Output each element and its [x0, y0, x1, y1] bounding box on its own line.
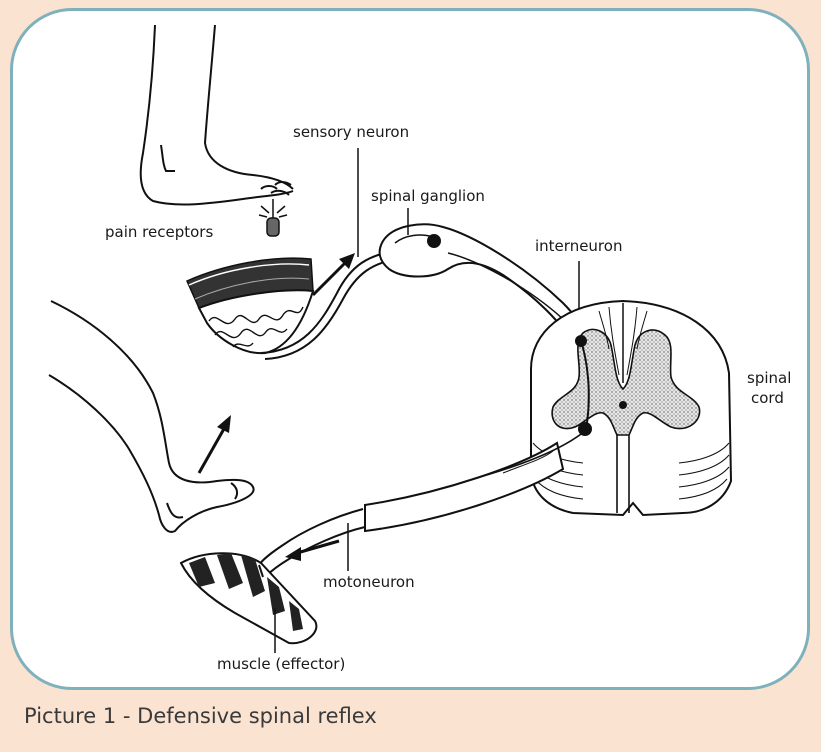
muscle-illustration [181, 553, 316, 643]
skin-section-illustration [187, 258, 313, 353]
pain-receptors-label: pain receptors [105, 223, 213, 241]
interneuron-label: interneuron [535, 237, 622, 255]
pin-icon [259, 199, 287, 236]
motor-arrow [285, 541, 339, 561]
muscle-label: muscle (effector) [217, 655, 345, 673]
diagram-panel: sensory neuron spinal ganglion pain rece… [10, 8, 810, 690]
spinal-ganglion-label: spinal ganglion [371, 187, 485, 205]
sensory-neuron-label: sensory neuron [293, 123, 409, 141]
motoneuron-label: motoneuron [323, 573, 415, 591]
spinal-cord-label-line2: cord [751, 389, 784, 407]
upper-foot-illustration [141, 25, 293, 205]
spinal-cord-illustration [531, 301, 731, 515]
figure-caption: Picture 1 - Defensive spinal reflex [24, 704, 377, 728]
leg-arrow [199, 415, 231, 473]
spinal-cord-label-line1: spinal [747, 369, 791, 387]
